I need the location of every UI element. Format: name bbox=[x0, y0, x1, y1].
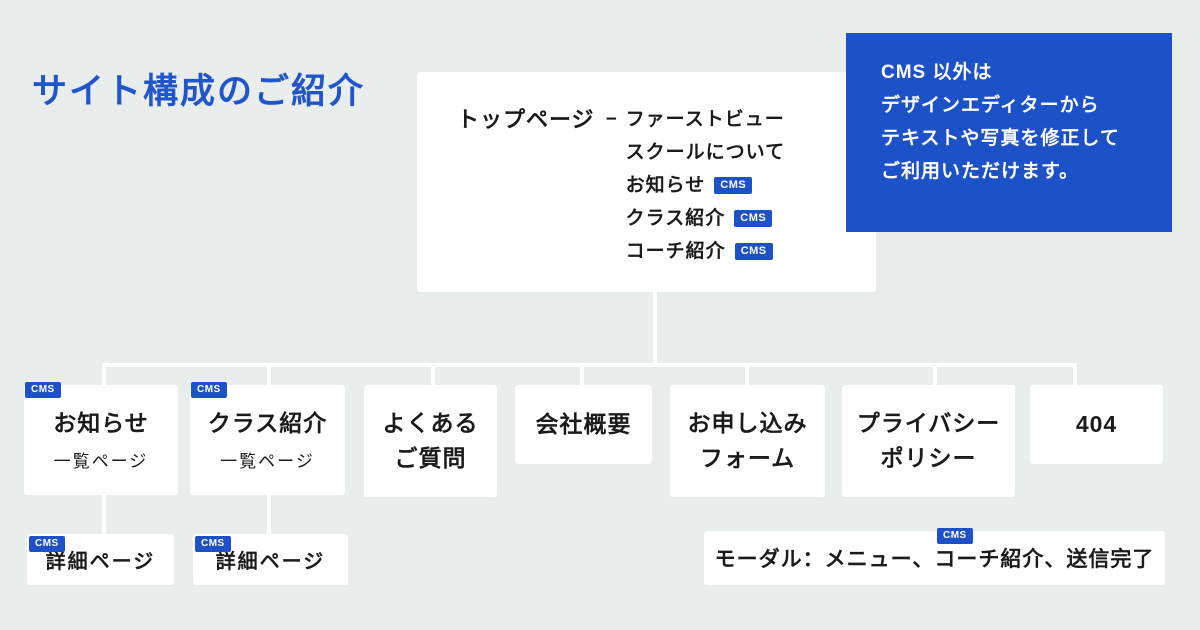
connector-class-detail bbox=[267, 495, 271, 534]
page-box-title: 会社概要 bbox=[535, 411, 632, 437]
page-box-class-detail: CMS 詳細ページ bbox=[193, 534, 348, 585]
cms-badge: CMS bbox=[714, 176, 753, 195]
note-line: テキストや写真を修正して bbox=[881, 128, 1120, 149]
cms-badge: CMS bbox=[29, 536, 65, 552]
list-item-class: クラス紹介 CMS bbox=[626, 202, 785, 235]
list-item-news: お知らせ CMS bbox=[626, 169, 785, 202]
list-item-coach: コーチ紹介 CMS bbox=[626, 235, 785, 268]
list-item-about-school: スクールについて bbox=[625, 142, 786, 163]
dash-connector: − bbox=[605, 109, 617, 130]
page-box-privacy-policy: プライバシー ポリシー bbox=[842, 385, 1015, 497]
top-page-box: トップページ − ファーストビュー スクールについて お知らせ CMS クラス紹… bbox=[417, 72, 876, 292]
cms-badge: CMS bbox=[734, 209, 773, 228]
page-box-title: 詳細ページ bbox=[45, 551, 156, 573]
top-page-title: トップページ bbox=[457, 107, 595, 132]
page-box-title: よくある bbox=[382, 410, 479, 436]
connector-stub-news bbox=[102, 363, 106, 385]
page-title: サイト構成のご紹介 bbox=[32, 72, 366, 111]
page-box-title2: ポリシー bbox=[880, 445, 977, 471]
page-box-title2: フォーム bbox=[699, 445, 796, 471]
modal-label: モーダル：メニュー、コーチ紹介、送信完了 bbox=[714, 548, 1155, 571]
cms-badge: CMS bbox=[937, 528, 973, 544]
note-line: デザインエディターから bbox=[881, 95, 1100, 116]
top-page-section-list: ファーストビュー スクールについて お知らせ CMS クラス紹介 CMS コーチ… bbox=[626, 103, 785, 268]
page-box-news-detail: CMS 詳細ページ bbox=[27, 534, 174, 585]
page-box-title: プライバシー bbox=[856, 410, 1001, 436]
page-box-title: クラス紹介 bbox=[207, 410, 328, 436]
connector-stub-faq bbox=[431, 363, 435, 385]
page-box-subtitle: 一覧ページ bbox=[220, 452, 315, 471]
page-box-title: 404 bbox=[1075, 411, 1118, 437]
cms-badge: CMS bbox=[734, 242, 773, 261]
cms-badge: CMS bbox=[195, 536, 231, 552]
page-box-application-form: お申し込み フォーム bbox=[670, 385, 825, 497]
connector-stub-class bbox=[267, 363, 271, 385]
page-box-title: お知らせ bbox=[53, 410, 149, 436]
page-box-news-list: CMS お知らせ 一覧ページ bbox=[24, 382, 178, 495]
page-box-title: お申し込み bbox=[687, 410, 808, 436]
note-line: CMS 以外は bbox=[881, 62, 993, 83]
cms-badge: CMS bbox=[191, 382, 227, 398]
connector-stub-form bbox=[745, 363, 749, 385]
list-item-firstview: ファーストビュー bbox=[625, 109, 785, 130]
page-box-title2: ご質問 bbox=[394, 445, 467, 471]
page-box-title: 詳細ページ bbox=[215, 551, 326, 573]
page-box-404: 404 bbox=[1030, 385, 1163, 464]
page-box-faq: よくある ご質問 bbox=[364, 385, 497, 497]
cms-badge: CMS bbox=[25, 382, 61, 398]
connector-root-vertical bbox=[653, 292, 657, 363]
connector-stub-privacy bbox=[933, 363, 937, 385]
note-line: ご利用いただけます。 bbox=[881, 161, 1080, 182]
connector-horizontal bbox=[102, 363, 1077, 367]
connector-stub-company bbox=[580, 363, 584, 385]
page-box-class-list: CMS クラス紹介 一覧ページ bbox=[190, 382, 345, 495]
modal-box: CMS モーダル：メニュー、コーチ紹介、送信完了 bbox=[704, 528, 1165, 585]
page-box-subtitle: 一覧ページ bbox=[53, 452, 149, 471]
connector-stub-404 bbox=[1073, 363, 1077, 385]
page-box-company: 会社概要 bbox=[515, 385, 652, 464]
connector-news-detail bbox=[102, 495, 106, 534]
cms-note-box: CMS 以外は デザインエディターから テキストや写真を修正して ご利用いただけ… bbox=[846, 33, 1172, 232]
